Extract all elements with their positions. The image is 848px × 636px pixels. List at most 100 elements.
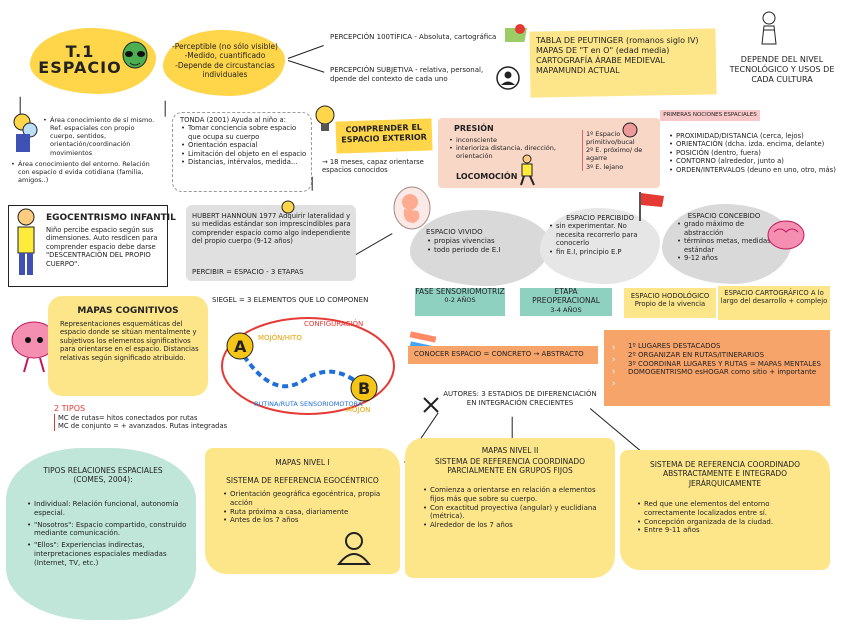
page-title: T.1 ESPACIO [30, 44, 130, 76]
nivel3-subtitle: SISTEMA DE REFERENCIA COORDINADO ABSTRAC… [649, 460, 801, 488]
perception-list: -Perceptible (no sólo visible) -Medido, … [170, 42, 280, 80]
user-icon [496, 66, 520, 90]
space-item: 3º E. lejano [586, 162, 624, 171]
nocion-item: PROXIMIDAD/DISTANCIA (cerca, lejos) [668, 132, 846, 141]
orange-item: 3º COORDINAR LUGARES Y RUTAS = MAPAS MEN… [628, 359, 821, 368]
tools-icon [422, 396, 440, 414]
espacio-vivido-item: todo periodo de E.I [426, 246, 546, 255]
nivel2-item: Con exactitud proyectiva (angular) y euc… [422, 504, 602, 522]
nivel2-subtitle: SISTEMA DE REFERENCIA COORDINADO PARCIAL… [434, 457, 586, 476]
tipos-item: MC de conjunto = + avanzados. Rutas inte… [58, 422, 228, 431]
history-line: CARTOGRAFÍA ÁRABE MEDIEVAL [536, 56, 665, 65]
spaces-list: 1º Espacio primitivo/bucal 2º E. próximo… [582, 130, 662, 171]
tipos-list: MC de rutas= hitos conectados por rutas … [54, 414, 234, 431]
lightbulb-icon [314, 104, 336, 134]
fase-box [415, 288, 505, 316]
history-line: TABLA DE PEUTINGER (romanos siglo IV) [536, 36, 699, 45]
nivel2-item: Comienza a orientarse en relación a elem… [422, 486, 602, 504]
nocion-item: ORDEN/INTERVALOS (deuno en uno, otro, má… [668, 166, 846, 175]
nivel2-list: Comienza a orientarse en relación a elem… [422, 486, 602, 530]
space-item: 2º E. próximo/ de agarre [586, 146, 643, 163]
siegel-mojon2: MOJÓN [346, 405, 370, 414]
mapas-cognitivos-title: MAPAS COGNITIVOS [77, 306, 179, 316]
nivel3-item: Entre 9-11 años [636, 526, 822, 535]
nivel1-list: Orientación geográfica egocéntrica, prop… [222, 490, 392, 525]
perception-subjetiva: PERCEPCIÓN SUBJETIVA - relativa, persona… [330, 66, 484, 83]
etapa-sub: 3-4 AÑOS [550, 305, 582, 314]
hannoun-box [186, 205, 356, 281]
egocentrismo-text: Niño percibe espacio según sus dimension… [46, 226, 158, 268]
hannoun-text: HUBERT HANNOUN 1977 Adquirir lateralidad… [192, 212, 351, 246]
nivel1-item: Ruta próxima a casa, diariamente [222, 508, 392, 517]
nivel1-item: Antes de los 7 años [222, 516, 392, 525]
espacio-vivido: ESPACIO VIVIDO propias vivencias todo pe… [426, 228, 546, 254]
siegel-mojon: MOJÓN/HITO [258, 333, 302, 342]
flag-icon [636, 190, 666, 222]
area-item: Área conocimiento de sí mismo. Ref. espa… [42, 116, 160, 157]
history-line: MAPAS DE "T en O" (edad media) [536, 46, 670, 55]
history-list: TABLA DE PEUTINGER (romanos siglo IV) MA… [536, 36, 716, 76]
tonda-item: Limitación del objeto en el espacio [180, 150, 310, 159]
tonda-box [172, 112, 312, 192]
siegel-a: A [234, 337, 247, 356]
presion-item: inconsciente [448, 136, 578, 144]
orange-list-box [604, 330, 830, 406]
area-conocimiento: Área conocimiento de sí mismo. Ref. espa… [10, 116, 160, 184]
espacio-percibido: ESPACIO PERCIBIDO sin experimentar. No n… [548, 214, 652, 257]
nivel3-item: Red que une elementos del entorno correc… [636, 500, 822, 518]
connector [287, 45, 324, 60]
espacio-vivido-title: ESPACIO VIVIDO [426, 228, 483, 236]
egocentrismo-box [8, 205, 168, 287]
nociones-list: PROXIMIDAD/DISTANCIA (cerca, lejos) ORIE… [668, 132, 846, 175]
nocion-item: POSICIÓN (dentro, fuera) [668, 149, 846, 158]
relacion-item: "Nosotros": Espacio compartido, construi… [26, 521, 188, 539]
chevrons-icon: ›››› [612, 343, 616, 389]
mapas-cognitivos-text: Representaciones esquemáticas del espaci… [60, 320, 199, 362]
nocion-item: CONTORNO (alrededor, junto a) [668, 157, 846, 166]
comprender-box: COMPRENDER EL ESPACIO EXTERIOR [335, 118, 433, 154]
fase-sensoriomotriz: FASE SENSORIOMOTRIZ 0-2 AÑOS [415, 287, 505, 305]
lightbulb-icon [280, 200, 296, 218]
conocer-box: CONOCER ESPACIO = CONCRETO → ABSTRACTO [408, 346, 598, 364]
child-icon [12, 207, 40, 279]
nivel1-item: Orientación geográfica egocéntrica, prop… [222, 490, 392, 508]
nivel3-item: Concepción organizada de la ciudad. [636, 518, 822, 527]
etapa-box [520, 288, 612, 316]
nivel3-list: Red que une elementos del entorno correc… [636, 500, 822, 535]
siegel-text: SIEGEL = 3 ELEMENTOS QUE LO COMPONEN [212, 296, 369, 304]
nivel1-subtitle: SISTEMA DE REFERENCIA EGOCÉNTRICO [226, 476, 379, 485]
title-line1: T.1 [65, 42, 95, 61]
connector [19, 96, 21, 115]
fetus-icon [392, 185, 432, 231]
fase-sub: 0-2 AÑOS [444, 296, 476, 305]
presion-label: PRESIÓN [454, 124, 494, 133]
title-line2: ESPACIO [38, 58, 122, 77]
tipos-item: MC de rutas= hitos conectados por rutas [58, 414, 198, 422]
nocion-item: ORIENTACIÓN (dcha. izda. encima, delante… [668, 140, 846, 149]
perception-item: -Depende de circustancias individuales [175, 60, 275, 80]
tonda-item: Tomar conciencia sobre espacio que ocupa… [180, 124, 310, 141]
history-depends: DEPENDE DEL NIVEL TECNOLÓGICO Y USOS DE … [729, 55, 835, 84]
connector [164, 100, 166, 117]
espacio-percibido-item: sin experimentar. No necesita recorrerlo… [548, 222, 652, 247]
egocentrismo-title: EGOCENTRISMO INFANTIL [46, 213, 176, 223]
perception-item: -Perceptible (no sólo visible) [172, 42, 278, 51]
relacion-item: "Ellos": Experiencias indirectas, interp… [26, 541, 188, 567]
presion-item: interioriza distancia, dirección, orient… [448, 144, 578, 160]
nivel2-title: MAPAS NIVEL II [481, 446, 539, 455]
alien-icon [118, 40, 152, 74]
perception-item: -Medido, cuantificado [184, 51, 266, 61]
runner-icon [516, 154, 538, 186]
person-icon [758, 10, 780, 46]
tonda-item: Orientación espacial [180, 141, 310, 150]
espacio-concebido: ESPACIO CONCEBIDO grado máximo de abstra… [676, 212, 772, 263]
tipos-title: 2 TIPOS [54, 404, 86, 413]
connector [355, 233, 393, 256]
nivel2-item: Alrededor de los 7 años [422, 521, 602, 530]
orange-item: 1º LUGARES DESTACADOS [628, 342, 721, 350]
autores-text: AUTORES: 3 ESTADIOS DE DIFERENCIACIÓN EN… [443, 390, 597, 407]
person-outline-icon [336, 530, 372, 566]
space-item: 1º Espacio primitivo/bucal [586, 130, 635, 147]
tonda: TONDA (2001) Ayuda al niño a: Tomar conc… [180, 116, 310, 167]
etapa-title: ETAPA PREOPERACIONAL [532, 287, 600, 306]
